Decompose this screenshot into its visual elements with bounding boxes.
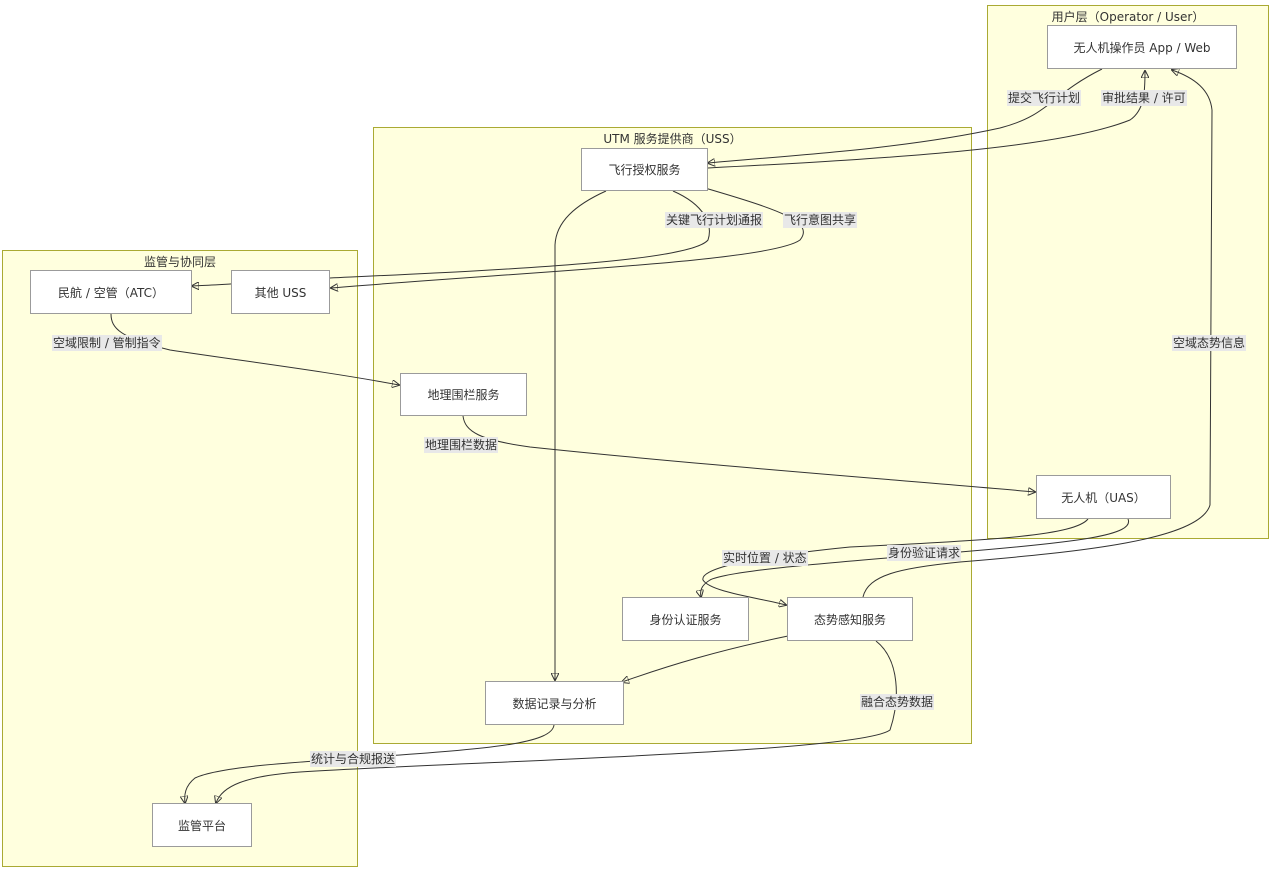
- node-uas[interactable]: 无人机（UAS）: [1036, 475, 1171, 519]
- edge-label-realtime-pos: 实时位置 / 状态: [722, 550, 808, 566]
- edge-approval: [707, 71, 1145, 169]
- edge-airspace-restrict: [110, 313, 399, 385]
- edge-situ-to-record: [622, 635, 789, 682]
- node-label: 态势感知服务: [813, 612, 886, 627]
- cluster-title: UTM 服务提供商（USS）: [603, 132, 742, 146]
- cluster-title: 监管与协同层: [143, 255, 216, 269]
- node-situational[interactable]: 态势感知服务: [787, 597, 913, 641]
- node-label: 民航 / 空管（ATC）: [58, 285, 164, 300]
- cluster-title: 用户层（Operator / User）: [1051, 10, 1205, 24]
- cluster-regulatory: 监管与协同层: [2, 250, 358, 867]
- edge-label-fused-data: 融合态势数据: [860, 694, 935, 710]
- node-data-record[interactable]: 数据记录与分析: [485, 681, 624, 725]
- edge-label-airspace-info: 空域态势信息: [1172, 335, 1247, 351]
- node-label: 飞行授权服务: [608, 163, 681, 177]
- edge-auth-to-record: [555, 190, 607, 680]
- edge-submit-plan: [708, 68, 1103, 163]
- node-label: 地理围栏服务: [427, 388, 500, 402]
- node-identity[interactable]: 身份认证服务: [622, 597, 749, 641]
- node-label: 数据记录与分析: [512, 696, 597, 711]
- edge-intent-share: [331, 187, 804, 288]
- edge-label-submit-plan: 提交飞行计划: [1007, 90, 1082, 106]
- node-flight-auth[interactable]: 飞行授权服务: [581, 148, 708, 191]
- edge-label-stats-report: 统计与合规报送: [310, 751, 397, 767]
- edge-label-id-request: 身份验证请求: [887, 545, 962, 561]
- node-label: 无人机操作员 App / Web: [1073, 40, 1211, 55]
- node-other-uss[interactable]: 其他 USS: [231, 270, 330, 314]
- edge-label-airspace-restrict: 空域限制 / 管制指令: [52, 335, 162, 351]
- edge-airspace-info: [862, 70, 1213, 598]
- node-label: 身份认证服务: [649, 612, 722, 627]
- edge-id-request: [701, 518, 1130, 597]
- node-regulator[interactable]: 监管平台: [152, 803, 252, 847]
- edge-label-approval: 审批结果 / 许可: [1101, 90, 1187, 106]
- node-label: 无人机（UAS）: [1061, 490, 1146, 505]
- node-operator-app[interactable]: 无人机操作员 App / Web: [1047, 25, 1237, 69]
- cluster-uss: UTM 服务提供商（USS）: [373, 127, 972, 744]
- edge-label-geofence-data: 地理围栏数据: [424, 437, 499, 453]
- edge-geofence-data: [462, 415, 1035, 492]
- node-label: 其他 USS: [254, 285, 307, 300]
- node-geofence[interactable]: 地理围栏服务: [400, 373, 527, 416]
- edge-label-key-plan-report: 关键飞行计划通报: [665, 212, 764, 228]
- edge-label-intent-share: 飞行意图共享: [783, 212, 858, 228]
- node-label: 监管平台: [177, 818, 226, 833]
- node-atc[interactable]: 民航 / 空管（ATC）: [30, 270, 192, 314]
